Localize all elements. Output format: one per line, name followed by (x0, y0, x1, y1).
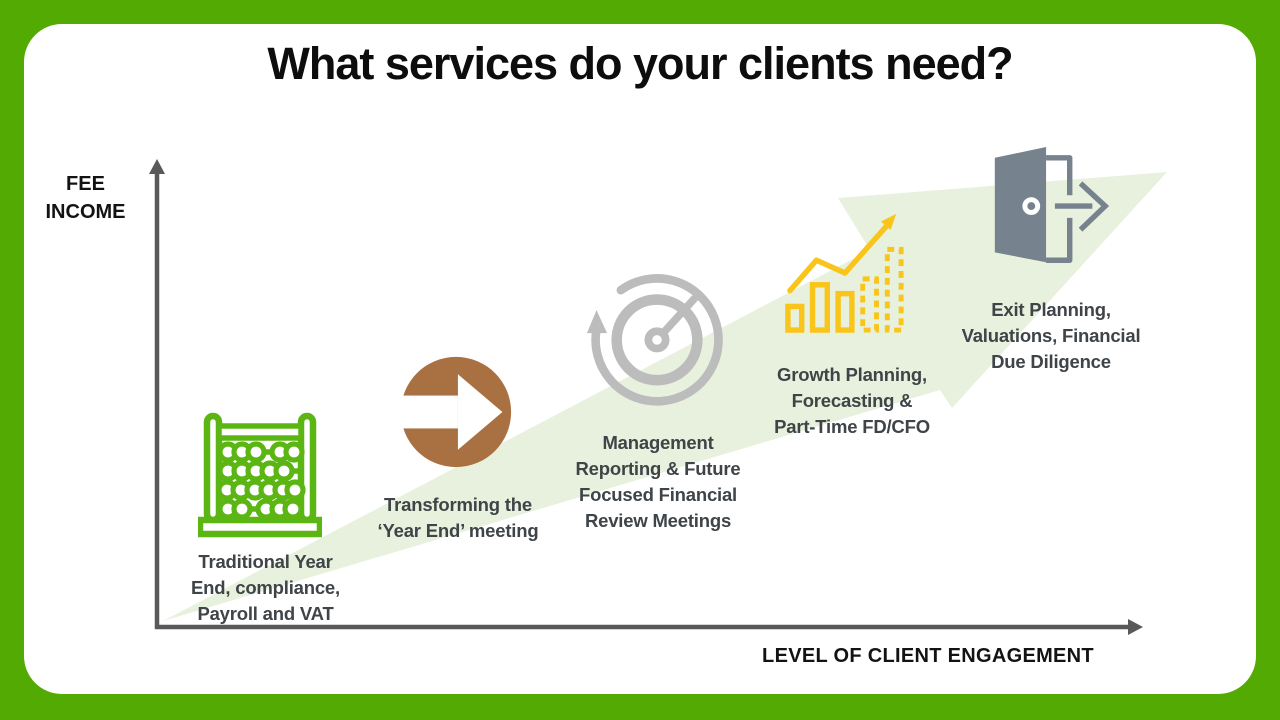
stage-label: Transforming the ‘Year End’ meeting (377, 494, 539, 541)
abacus-icon (198, 412, 322, 538)
x-axis-label: LEVEL OF CLIENT ENGAGEMENT (762, 645, 1094, 667)
stage-label: Traditional Year End, compliance, Payrol… (191, 551, 340, 624)
stage-label: Exit Planning, Valuations, Financial Due… (961, 299, 1141, 372)
stage-label: Growth Planning, Forecasting & Part-Time… (774, 364, 930, 437)
gauge-refresh-icon (586, 274, 723, 406)
growth-chart-icon (785, 213, 904, 333)
stage-label: Management Reporting & Future Focused Fi… (575, 432, 741, 531)
exit-door-icon (994, 146, 1110, 263)
y-axis-label: FEE INCOME (45, 173, 126, 223)
page-title: What services do your clients need? (267, 38, 1013, 89)
arrow-circle-icon (398, 356, 512, 468)
